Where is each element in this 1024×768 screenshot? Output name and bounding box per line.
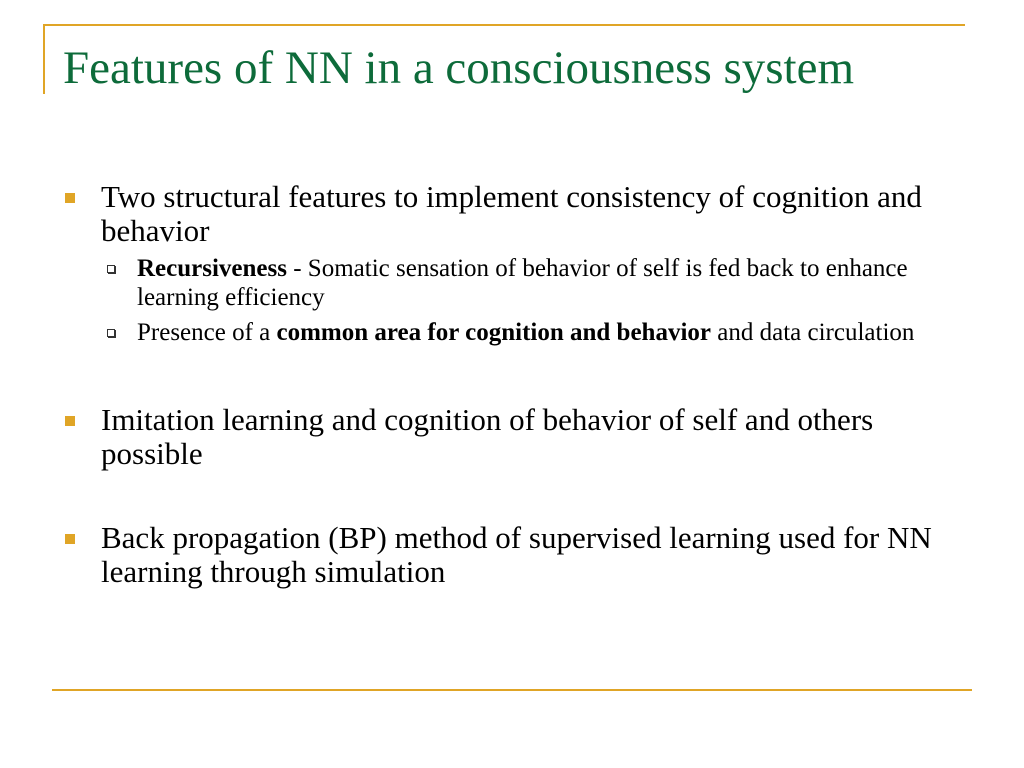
bullet-2-text: Imitation learning and cognition of beha… bbox=[101, 402, 874, 471]
frame-left-rule bbox=[43, 24, 45, 94]
square-bullet-icon bbox=[65, 534, 75, 544]
square-bullet-icon bbox=[65, 193, 75, 203]
square-bullet-icon bbox=[65, 416, 75, 426]
bullet-3: Back propagation (BP) method of supervis… bbox=[63, 521, 963, 589]
sub-bullet-1-bold: Recursiveness bbox=[137, 255, 287, 282]
frame-top-rule bbox=[43, 24, 965, 26]
sub-bullet-1-text: - Somatic sensation of behavior of self … bbox=[137, 255, 908, 311]
hollow-square-bullet-icon bbox=[107, 265, 115, 273]
sub-bullet-2-bold: common area for cognition and behavior bbox=[276, 319, 712, 346]
frame-bottom-rule bbox=[52, 689, 972, 691]
slide-title: Features of NN in a consciousness system bbox=[63, 42, 855, 94]
bullet-1: Two structural features to implement con… bbox=[63, 180, 963, 248]
sub-bullet-2: Presence of a common area for cognition … bbox=[63, 318, 963, 347]
hollow-square-bullet-icon bbox=[107, 329, 115, 337]
slide-body: Two structural features to implement con… bbox=[63, 180, 963, 589]
sub-bullet-2-pre: Presence of a bbox=[137, 319, 277, 346]
bullet-3-text: Back propagation (BP) method of supervis… bbox=[101, 520, 932, 589]
bullet-2: Imitation learning and cognition of beha… bbox=[63, 403, 963, 471]
bullet-1-text: Two structural features to implement con… bbox=[101, 179, 922, 248]
sub-bullet-2-post: and data circulation bbox=[711, 319, 915, 346]
sub-bullet-1: Recursiveness - Somatic sensation of beh… bbox=[63, 254, 963, 312]
